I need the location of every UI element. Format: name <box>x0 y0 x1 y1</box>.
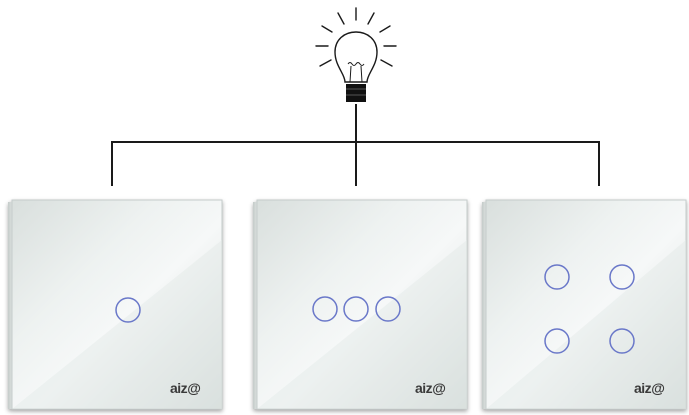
bulb-filament <box>348 63 364 83</box>
bulb-base <box>346 84 366 102</box>
switch-panel-single: aiz@ <box>8 200 222 409</box>
switch-panel-quad: aiz@ <box>482 200 686 409</box>
brand-logo: aiz@ <box>415 380 445 396</box>
connection-tree <box>111 104 600 186</box>
bulb-glass <box>335 32 377 82</box>
light-bulb-icon <box>316 8 396 102</box>
switch-panel-triple: aiz@ <box>253 200 467 409</box>
brand-logo: aiz@ <box>170 380 200 396</box>
brand-logo: aiz@ <box>634 380 664 396</box>
bulb-rays <box>316 8 396 66</box>
